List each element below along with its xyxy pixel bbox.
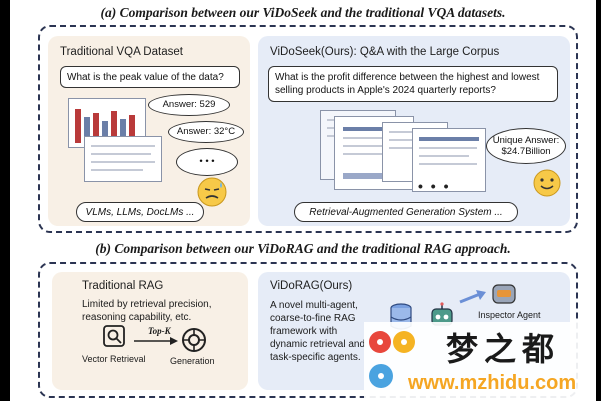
arrow-right-icon [134,337,178,345]
figure-canvas: (a) Comparison between our ViDoSeek and … [10,0,596,401]
vector-retrieval-label: Vector Retrieval [82,354,146,364]
flow-arrow-icon [459,290,486,304]
models-pill: VLMs, LLMs, DocLMs ... [76,202,204,222]
watermark-name: 梦之都 [446,330,561,368]
unique-answer-bubble: Unique Answer: $24.7Billion [486,128,566,164]
traditional-rag-panel: Traditional RAG Limited by retrieval pre… [52,272,248,390]
rag-limit-line-1: Limited by retrieval precision, [82,299,212,310]
rag-system-pill: Retrieval-Augmented Generation System ..… [294,202,518,222]
answer-bubble-1: Answer: 529 [148,94,230,116]
vidorag-desc-1: A novel multi-agent, [270,300,358,311]
traditional-rag-title: Traditional RAG [82,280,164,292]
vidorag-desc-3: framework with [270,326,338,337]
vidoseek-question: What is the profit difference between th… [268,66,558,102]
vidoseek-title: ViDoSeek(Ours): Q&A with the Large Corpu… [270,46,500,58]
corpus-document-4 [412,128,486,192]
unique-answer-value: $24.7Billion [501,146,551,157]
inspector-agent-label: Inspector Agent [478,310,541,320]
vidorag-desc-4: dynamic retrieval and [270,339,366,350]
watermark-overlay: 梦之都 www.mzhidu.com [364,322,596,401]
sweating-emoji-icon [197,177,227,207]
document-search-icon [103,325,125,347]
inspector-robot-icon [492,284,516,304]
happy-emoji-icon [533,169,561,197]
traditional-vqa-panel: Traditional VQA Dataset What is the peak… [48,36,250,226]
rag-limit-line-2: reasoning capability, etc. [82,312,192,323]
generation-label: Generation [170,356,215,366]
watermark-url: www.mzhidu.com [408,372,577,394]
vidoseek-ellipsis: • • • [418,178,451,194]
chat-bubbles-logo-icon [369,331,415,353]
section-a-frame [38,25,578,233]
table-document [84,136,162,182]
answer-bubble-2: Answer: 32°C [168,121,244,143]
llm-generation-icon [182,328,206,352]
vqa-question: What is the peak value of the data? [60,66,240,88]
unique-answer-label: Unique Answer: [492,134,560,146]
vidorag-desc-5: task-specific agents. [270,352,361,363]
robot-agent-icon [431,302,453,326]
vidorag-title: ViDoRAG(Ours) [270,280,353,292]
topk-label: Top-K [148,326,171,336]
ellipsis-bubble: • • • [176,148,238,176]
vidoseek-panel: ViDoSeek(Ours): Q&A with the Large Corpu… [258,36,570,226]
traditional-vqa-title: Traditional VQA Dataset [60,46,183,58]
vidorag-desc-2: coarse-to-fine RAG [270,313,356,324]
section-b-title: (b) Comparison between our ViDoRAG and t… [95,241,511,256]
section-a-title: (a) Comparison between our ViDoSeek and … [100,5,506,20]
chat-bubble-blue-icon [369,364,393,388]
